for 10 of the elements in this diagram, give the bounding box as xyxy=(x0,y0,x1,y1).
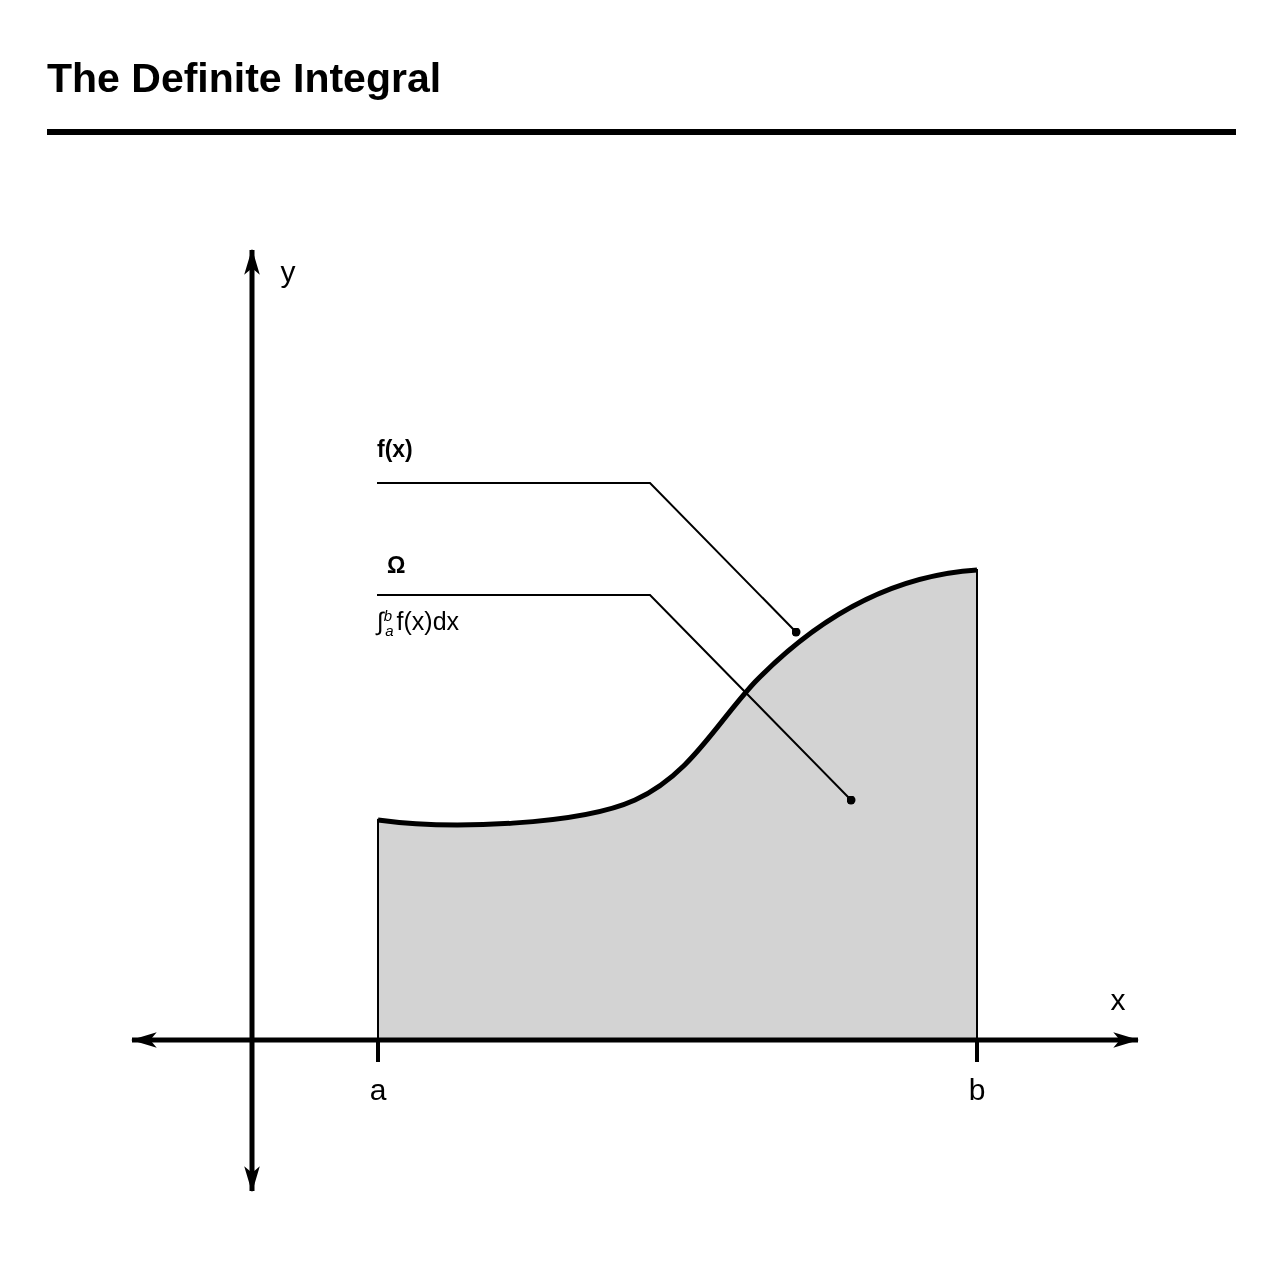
callout-label: f(x) xyxy=(377,436,413,463)
title: The Definite Integral xyxy=(47,55,442,102)
leader-line xyxy=(376,482,801,637)
axis-label: y xyxy=(280,257,296,287)
tick-label: a xyxy=(369,1075,387,1105)
callout-label: Ω xyxy=(387,552,406,579)
integral-formula: ∫$^{b}$$_{a}$f(x)dx xyxy=(377,607,460,640)
axis-label: x xyxy=(1110,985,1126,1015)
leader-line xyxy=(376,594,856,805)
tick-label: b xyxy=(968,1075,986,1105)
